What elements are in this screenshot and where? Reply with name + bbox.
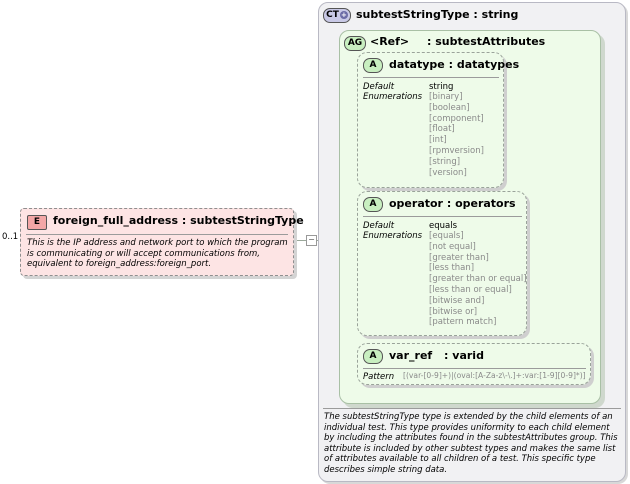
attribute-group-name: subtestAttributes	[435, 35, 546, 48]
attribute-type: datatypes	[456, 58, 520, 71]
complex-type-name: subtestStringType	[356, 8, 470, 21]
attribute-name: datatype	[389, 58, 445, 71]
attribute-datatype-box[interactable]: A datatype : datatypes Default Enumerati…	[357, 52, 519, 188]
enumeration-item: [greater than]	[429, 252, 489, 263]
attribute-operator-box[interactable]: A operator : operators Default Enumerati…	[357, 191, 527, 336]
enumeration-item: [component]	[429, 113, 484, 124]
enumerations-label: Enumerations	[363, 92, 423, 102]
attribute-var-ref-box[interactable]: A var_ref : varid Pattern [(var-[0-9]+)|…	[357, 343, 591, 385]
ref-separator: :	[427, 35, 436, 48]
enumeration-item: [version]	[429, 167, 467, 178]
attribute-badge-icon: A	[363, 349, 383, 364]
pattern-value: [(var-[0-9]+)|(oval:[A-Za-z\-\.]+:var:[1…	[403, 371, 586, 380]
attribute-divider	[363, 77, 499, 78]
complex-type-divider	[323, 408, 621, 409]
default-value: equals	[429, 221, 458, 231]
enumerations-label: Enumerations	[363, 231, 423, 241]
attribute-badge-icon: A	[363, 58, 383, 73]
enumeration-item: [greater than or equal]	[429, 274, 527, 285]
type-separator: :	[448, 58, 457, 71]
enumeration-item: [bitwise and]	[429, 295, 485, 306]
enumeration-item: [equals]	[429, 231, 464, 241]
element-documentation: This is the IP address and network port …	[27, 238, 288, 269]
attribute-group-badge-icon: AG	[344, 36, 366, 51]
enumeration-item: [boolean]	[429, 102, 470, 113]
type-separator: :	[181, 214, 191, 227]
element-name: foreign_full_address	[53, 214, 179, 227]
default-label: Default	[363, 221, 395, 231]
enumeration-item: [string]	[429, 156, 461, 167]
enumeration-item: [rpmversion]	[429, 145, 484, 156]
attribute-divider	[363, 368, 586, 369]
element-box[interactable]: E foreign_full_address : subtestStringTy…	[20, 208, 304, 276]
plus-icon: +	[339, 10, 348, 19]
default-value: string	[429, 82, 454, 92]
enumeration-item: [float]	[429, 124, 455, 135]
attribute-group-ref: <Ref>	[370, 35, 410, 48]
default-label: Default	[363, 82, 395, 92]
type-separator: :	[473, 8, 482, 21]
type-separator: :	[444, 349, 453, 362]
enumeration-list: [equals] [not equal] [greater than] [les…	[429, 231, 527, 328]
connector-element-to-expander	[293, 240, 307, 241]
element-divider	[26, 234, 288, 235]
attribute-type: varid	[452, 349, 484, 362]
attribute-name: operator	[389, 197, 443, 210]
attribute-type: operators	[455, 197, 516, 210]
element-cardinality: 0..1	[2, 232, 19, 242]
complex-type-badge-text: CT	[326, 10, 339, 20]
element-badge-icon: E	[27, 215, 47, 230]
attribute-divider	[363, 216, 522, 217]
complex-type-base: string	[481, 8, 519, 21]
collapse-expander-button[interactable]: −	[306, 235, 317, 246]
enumeration-list: [binary] [boolean] [component] [float] […	[429, 92, 484, 178]
enumeration-item: [int]	[429, 135, 447, 146]
enumeration-item: [bitwise or]	[429, 306, 478, 317]
pattern-label: Pattern	[363, 372, 395, 382]
complex-type-documentation: The subtestStringType type is extended b…	[324, 412, 618, 475]
attribute-name: var_ref	[389, 349, 433, 362]
enumeration-item: [binary]	[429, 92, 463, 102]
attribute-badge-icon: A	[363, 197, 383, 212]
type-separator: :	[446, 197, 456, 210]
element-type: subtestStringType	[190, 214, 304, 227]
complex-type-badge-icon: CT+	[323, 8, 351, 23]
enumeration-item: [pattern match]	[429, 317, 497, 328]
enumeration-item: [not equal]	[429, 241, 476, 252]
enumeration-item: [less than]	[429, 263, 475, 274]
enumeration-item: [less than or equal]	[429, 284, 512, 295]
